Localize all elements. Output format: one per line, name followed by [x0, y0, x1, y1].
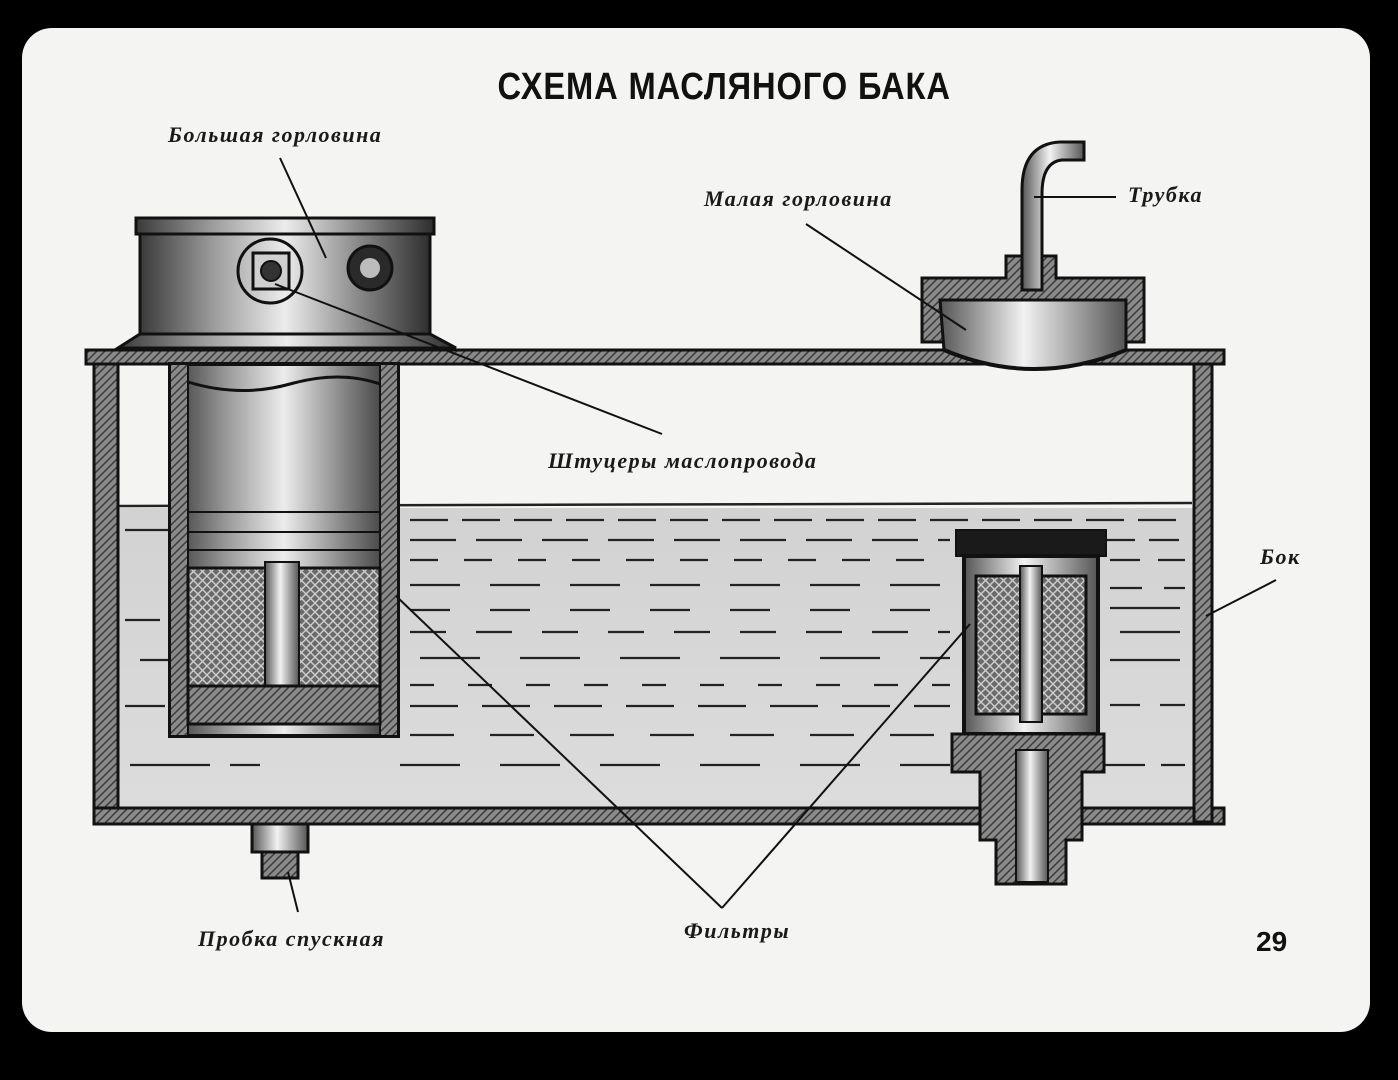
tube — [1020, 140, 1086, 292]
tank-shell — [84, 348, 1226, 826]
label-drain-plug: Пробка спускная — [198, 926, 385, 951]
page-number: 29 — [1256, 926, 1288, 957]
label-tube: Трубка — [1128, 182, 1203, 207]
small-neck — [920, 254, 1146, 371]
large-neck — [112, 216, 457, 350]
label-side: Бок — [1260, 544, 1301, 569]
label-small-neck: Малая горловина — [704, 186, 893, 211]
leader-lines — [274, 157, 1277, 913]
drain-plug — [250, 822, 310, 880]
page-title: СХЕМА МАСЛЯНОГО БАКА — [497, 66, 951, 108]
label-fittings: Штуцеры маслопровода — [548, 448, 818, 473]
label-filters: Фильтры — [684, 918, 791, 943]
small-filter — [950, 529, 1107, 886]
label-big-neck: Большая горловина — [168, 122, 383, 147]
large-filter — [168, 362, 400, 738]
